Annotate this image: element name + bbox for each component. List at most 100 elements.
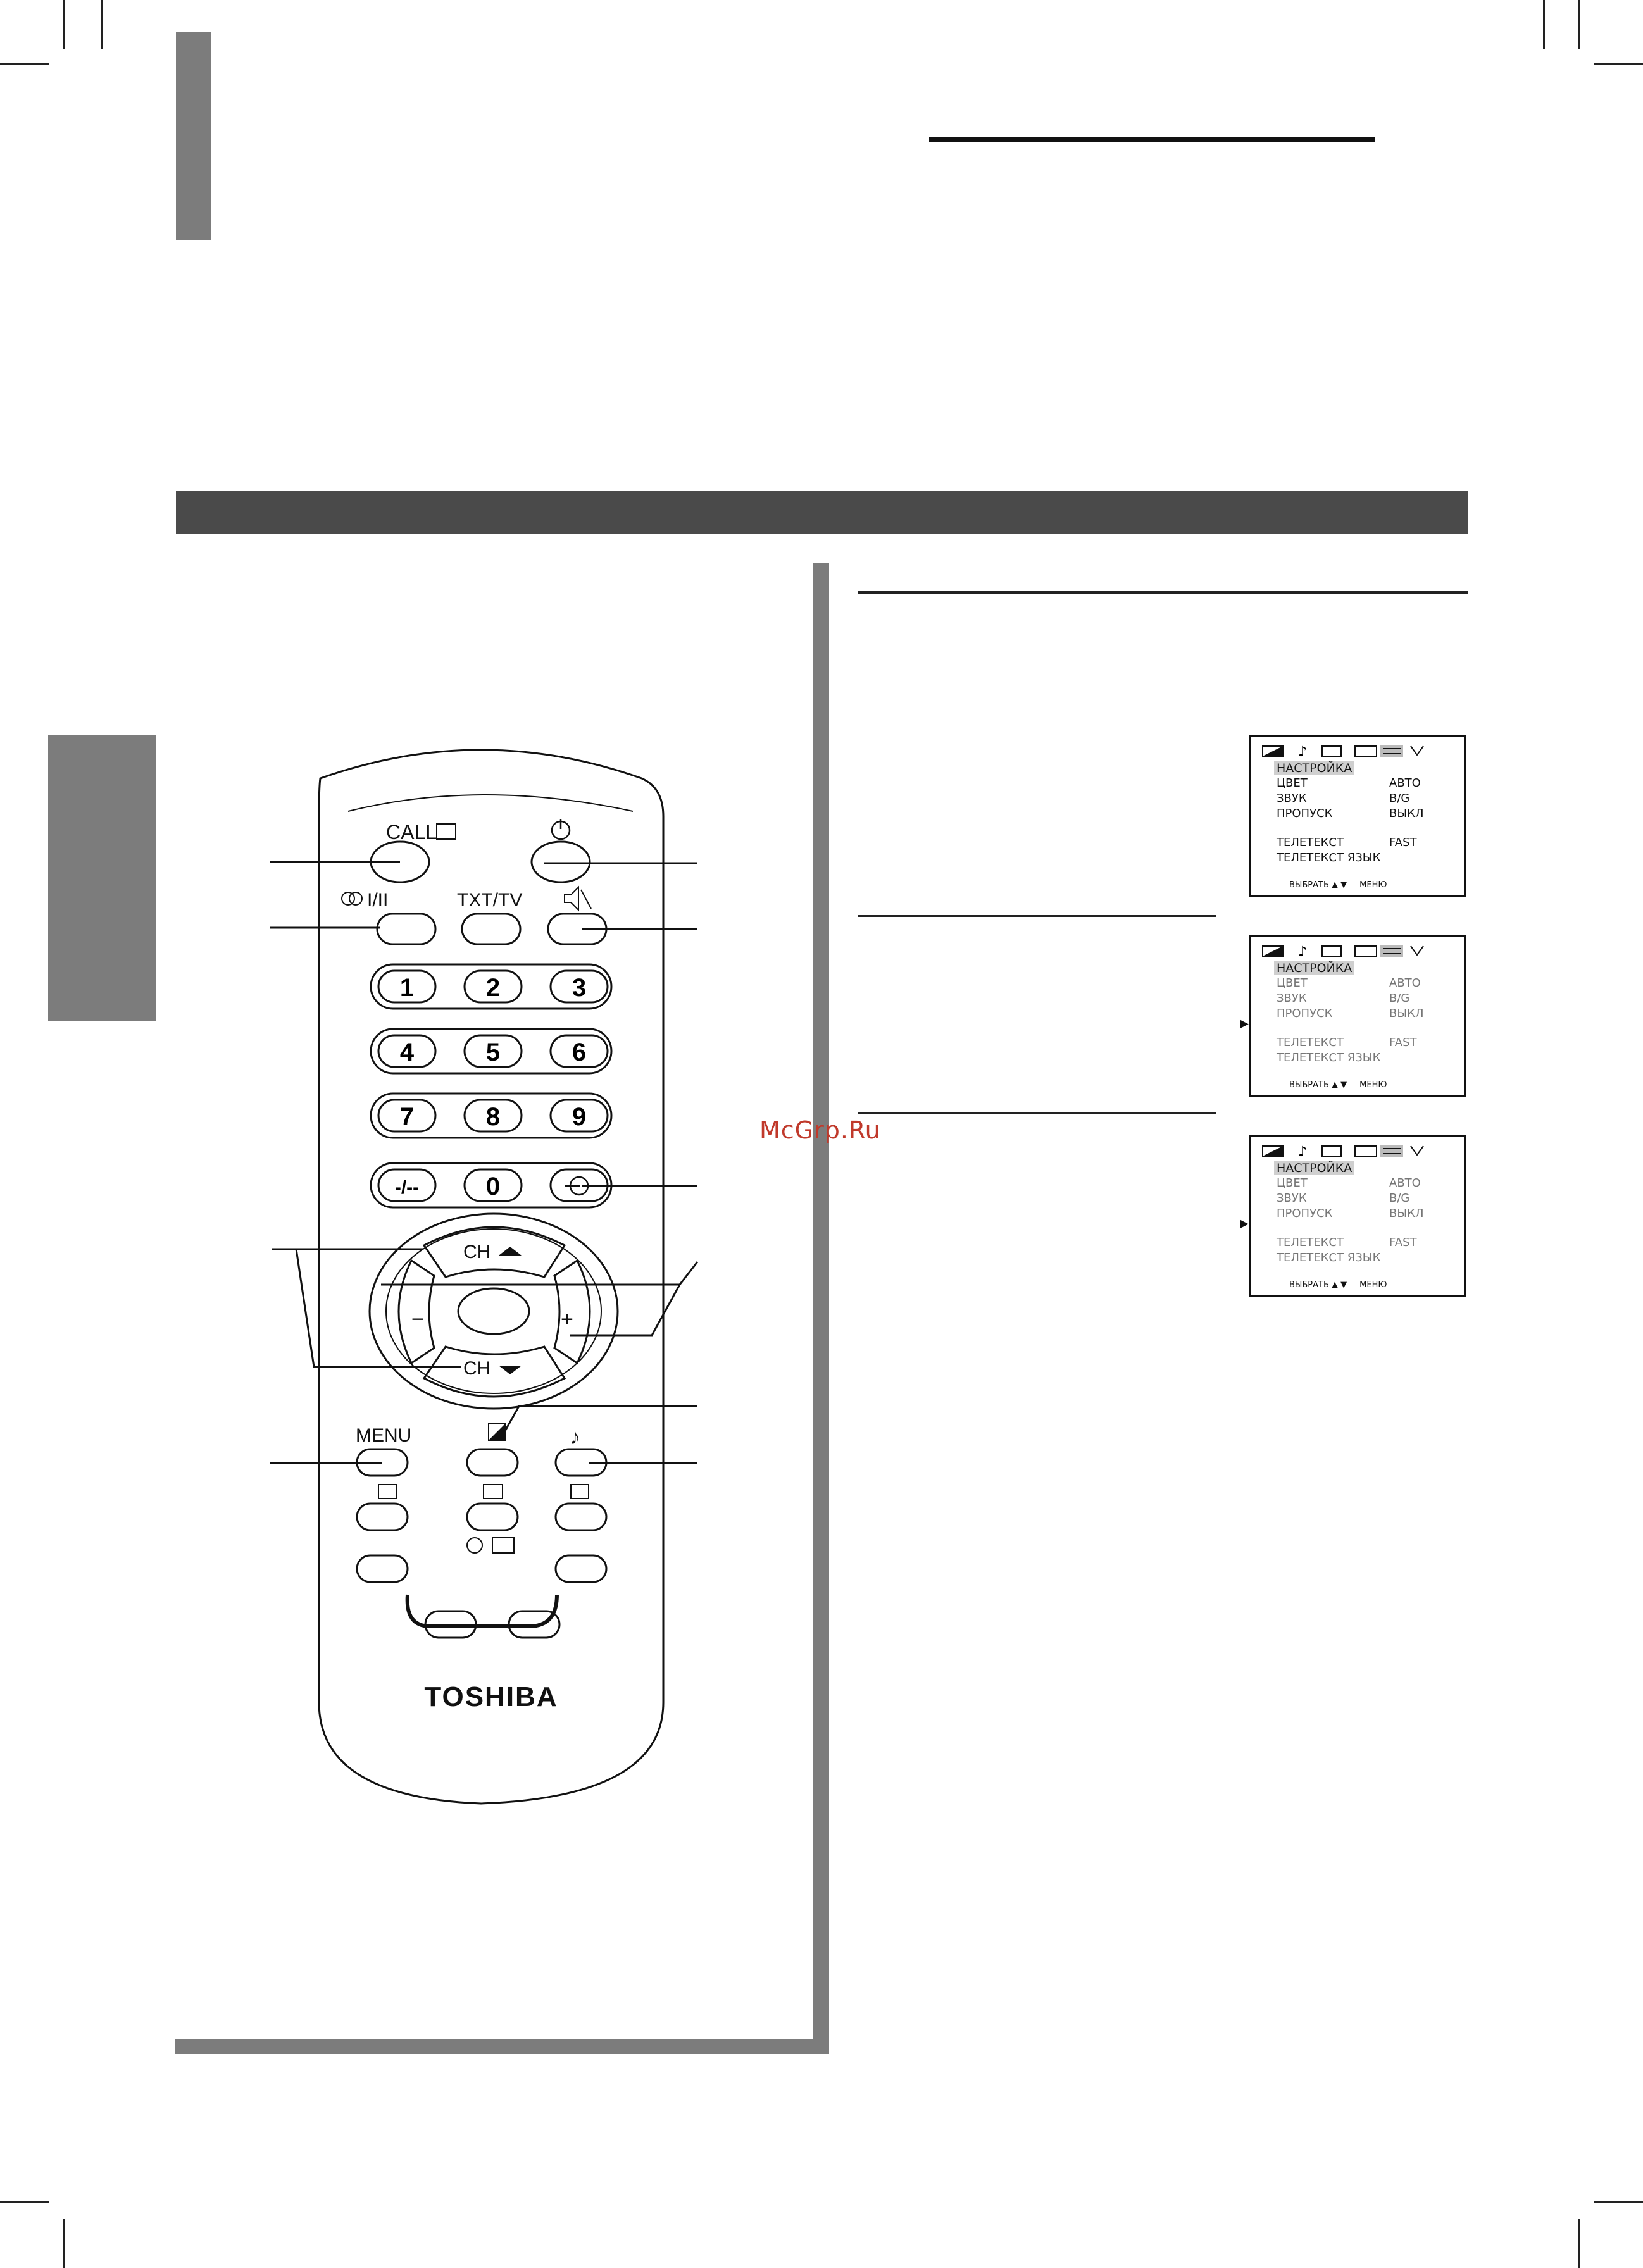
digit-button-9 [549, 1099, 609, 1133]
svg-text:−: − [411, 1307, 424, 1331]
svg-text:+: + [561, 1307, 573, 1331]
teletext-reveal-icon [483, 1484, 503, 1499]
crop-mark [1594, 2201, 1643, 2203]
mono-stereo-label: I/II [367, 890, 388, 911]
crop-mark [0, 2201, 49, 2203]
digit-button-7 [377, 1099, 437, 1133]
svg-text:♪: ♪ [1298, 1144, 1307, 1160]
ch-down-label: CH [463, 1358, 490, 1379]
callout-line [500, 1405, 697, 1438]
teletext-cancel-icon [492, 1537, 515, 1554]
crop-mark [101, 0, 103, 49]
osd-cursor: ▶ [1240, 1017, 1249, 1030]
crop-mark [1543, 0, 1545, 49]
osd-cursor: ▶ [1240, 1217, 1249, 1230]
teletext-size-icon [570, 1484, 589, 1499]
menu-label: MENU [356, 1425, 411, 1446]
osd-title: НАСТРОЙКА [1274, 761, 1355, 775]
arrow-down-icon [499, 1366, 522, 1374]
osd-menu-icons: ♪ [1262, 944, 1424, 960]
digit-button-0 [463, 1168, 523, 1202]
stereo-icon [341, 892, 355, 906]
menu-button [356, 1448, 409, 1477]
call-button [370, 840, 430, 883]
svg-text:9: 9 [572, 1103, 586, 1131]
remote-top-curve [347, 794, 634, 812]
svg-text:♪: ♪ [1298, 944, 1307, 960]
teletext-icon [378, 1484, 397, 1499]
fastext-connector [405, 1594, 559, 1628]
teletext-size-button [554, 1502, 608, 1531]
remote-body [318, 749, 665, 1805]
sound-button [554, 1448, 608, 1477]
osd-footer: ВЫБРАТЬ ▲ ▼МЕНЮ [1289, 880, 1387, 890]
osd-title: НАСТРОЙКА [1274, 961, 1355, 975]
remote-control-illustration: CALL I/II TXT/TV 1 2 3 4 5 6 7 8 9 [270, 749, 699, 1805]
teletext-reveal-button [466, 1502, 519, 1531]
txt-tv-button [461, 913, 522, 945]
ok-button [457, 1287, 530, 1335]
digit-button-1 [377, 969, 437, 1004]
crop-mark [63, 2219, 65, 2268]
digit-button-6 [549, 1034, 609, 1068]
txt-tv-label: TXT/TV [457, 890, 522, 911]
yellow-fastext-button [508, 1610, 561, 1639]
frame-right-border [813, 563, 829, 2054]
picture-button [466, 1448, 519, 1477]
digit-row-4: -/-- 0 [370, 1162, 613, 1209]
mono-stereo-button [376, 913, 437, 945]
osd-row: ТЕЛЕТЕКСТ ЯЗЫК [1277, 1051, 1381, 1064]
mute-icon [564, 885, 579, 912]
vol-plus-button [553, 1259, 591, 1365]
callout-line [295, 1249, 461, 1368]
header-accent-bar [176, 32, 211, 240]
callout-line [570, 1261, 699, 1336]
chapter-tab [48, 735, 156, 1021]
osd-row: ТЕЛЕТЕКСТ ЯЗЫК [1277, 851, 1381, 864]
ch-up-button [422, 1226, 566, 1278]
svg-text:4: 4 [400, 1038, 415, 1066]
digit-row-1: 1 2 3 [370, 963, 613, 1010]
sound-icon: ♪ [570, 1425, 580, 1449]
nav-ring-inner [385, 1228, 602, 1394]
digit-button-2 [463, 969, 523, 1004]
osd-footer: ВЫБРАТЬ ▲ ▼МЕНЮ [1289, 1280, 1387, 1290]
ch-up-label: CH [463, 1242, 490, 1262]
title-rule [929, 137, 1375, 142]
digit-row-3: 7 8 9 [370, 1092, 613, 1139]
section-band [176, 491, 1468, 534]
crop-mark [0, 63, 49, 65]
svg-text:5: 5 [486, 1038, 500, 1066]
power-button [530, 840, 591, 883]
blue-fastext-button [554, 1554, 608, 1583]
osd-menu-icons: ♪ [1262, 744, 1424, 760]
crop-mark [1578, 0, 1580, 49]
crop-mark [63, 0, 65, 49]
digit-button-4 [377, 1034, 437, 1068]
svg-text:3: 3 [572, 974, 586, 1002]
green-fastext-button [424, 1610, 477, 1639]
brand-logo: TOSHIBA [424, 1681, 558, 1712]
call-icon [436, 823, 456, 840]
svg-text:1: 1 [400, 974, 414, 1002]
arrow-up-icon [499, 1247, 522, 1256]
osd-footer: ВЫБРАТЬ ▲ ▼МЕНЮ [1289, 1080, 1387, 1090]
digit-button-3 [549, 969, 609, 1004]
timer-icon [466, 1537, 483, 1554]
svg-text:6: 6 [572, 1038, 586, 1066]
red-fastext-button [356, 1554, 409, 1583]
call-label: CALL [386, 821, 437, 844]
watermark: McGrp.Ru [759, 1116, 881, 1144]
crop-mark [1594, 63, 1643, 65]
